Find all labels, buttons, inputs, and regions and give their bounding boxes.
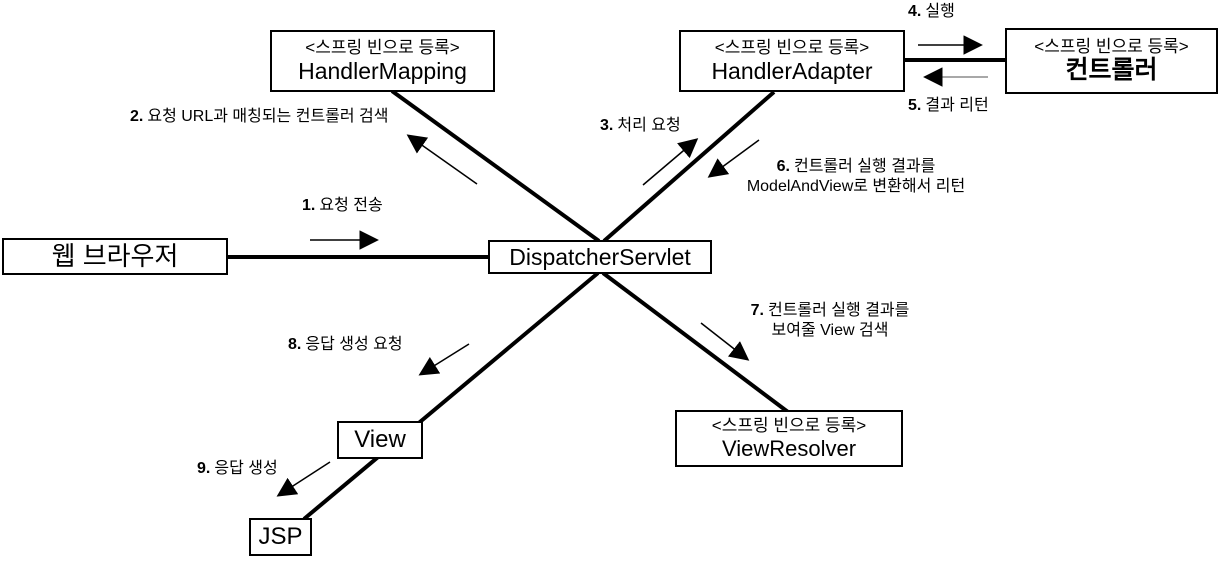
step-label-1: 1.요청 전송 — [302, 196, 383, 216]
step-text: 요청 URL과 매칭되는 컨트롤러 검색 — [147, 108, 389, 125]
arrow-step2-search-controller — [406, 134, 478, 185]
step-number: 4. — [908, 3, 922, 20]
step-number: 8. — [288, 336, 302, 353]
box-handler-mapping-label: HandlerMapping — [298, 57, 467, 84]
spring-bean-stereotype: <스프링 빈으로 등록> — [711, 416, 867, 436]
spring-bean-stereotype: <스프링 빈으로 등록> — [305, 38, 460, 57]
box-view-resolver: <스프링 빈으로 등록> ViewResolver — [675, 410, 903, 467]
arrow-step6-return-modelandview — [707, 139, 760, 178]
spring-bean-stereotype: <스프링 빈으로 등록> — [714, 38, 870, 57]
step-line1: 7.컨트롤러 실행 결과를 — [710, 301, 950, 321]
step-label-2: 2.요청 URL과 매칭되는 컨트롤러 검색 — [130, 107, 389, 127]
line-dispatcher-viewresolver — [601, 271, 790, 414]
box-view: View — [337, 421, 423, 459]
step-line1: 6.컨트롤러 실행 결과를 — [725, 157, 987, 177]
box-handler-mapping: <스프링 빈으로 등록> HandlerMapping — [270, 30, 495, 92]
arrow-step8-render-request — [418, 343, 470, 376]
box-web-browser: 웹 브라우저 — [2, 238, 228, 275]
box-dispatcher-servlet-label: DispatcherServlet — [509, 243, 691, 270]
arrow-step7-search-view — [700, 322, 750, 361]
step-text: 컨트롤러 실행 결과를 — [767, 302, 910, 319]
step-label-7: 7.컨트롤러 실행 결과를 보여줄 View 검색 — [710, 301, 950, 341]
box-web-browser-label: 웹 브라우저 — [51, 240, 179, 271]
step-text: 결과 리턴 — [925, 97, 989, 114]
step-label-6: 6.컨트롤러 실행 결과를 ModelAndView로 변환해서 리턴 — [725, 157, 987, 197]
step-number: 1. — [302, 197, 316, 214]
step-number: 5. — [908, 97, 922, 114]
step-label-8: 8.응답 생성 요청 — [288, 335, 403, 355]
step-line2: ModelAndView로 변환해서 리턴 — [746, 178, 966, 195]
box-handler-adapter-label: HandlerAdapter — [711, 57, 873, 84]
step-text: 처리 요청 — [617, 117, 681, 134]
line-handlermapping-dispatcher — [390, 89, 601, 243]
step-number: 7. — [750, 302, 764, 319]
step-label-9: 9.응답 생성 — [197, 459, 278, 479]
box-dispatcher-servlet: DispatcherServlet — [488, 240, 712, 274]
step-line2: 보여줄 View 검색 — [771, 322, 889, 339]
step-label-4: 4.실행 — [908, 2, 955, 22]
step-text: 응답 생성 — [214, 460, 278, 477]
box-jsp: JSP — [249, 518, 312, 556]
step-label-3: 3.처리 요청 — [600, 116, 681, 136]
box-view-resolver-label: ViewResolver — [721, 435, 857, 461]
box-controller: <스프링 빈으로 등록> 컨트롤러 — [1005, 28, 1218, 94]
box-handler-adapter: <스프링 빈으로 등록> HandlerAdapter — [679, 30, 905, 92]
line-dispatcher-view-jsp — [302, 271, 600, 521]
step-text: 응답 생성 요청 — [305, 336, 403, 353]
arrow-step3-process-request — [642, 138, 699, 186]
step-text: 실행 — [925, 3, 955, 20]
box-view-label: View — [354, 426, 406, 454]
step-number: 6. — [776, 158, 790, 175]
step-text: 컨트롤러 실행 결과를 — [793, 158, 936, 175]
step-number: 3. — [600, 117, 614, 134]
step-label-5: 5.결과 리턴 — [908, 96, 989, 116]
line-handleradapter-dispatcher — [602, 90, 776, 243]
step-number: 2. — [130, 108, 144, 125]
spring-bean-stereotype: <스프링 빈으로 등록> — [1034, 36, 1189, 56]
step-text: 요청 전송 — [319, 197, 383, 214]
arrow-step9-render-response — [276, 461, 331, 497]
box-jsp-label: JSP — [258, 523, 303, 551]
box-controller-label: 컨트롤러 — [1065, 56, 1158, 85]
step-number: 9. — [197, 460, 211, 477]
